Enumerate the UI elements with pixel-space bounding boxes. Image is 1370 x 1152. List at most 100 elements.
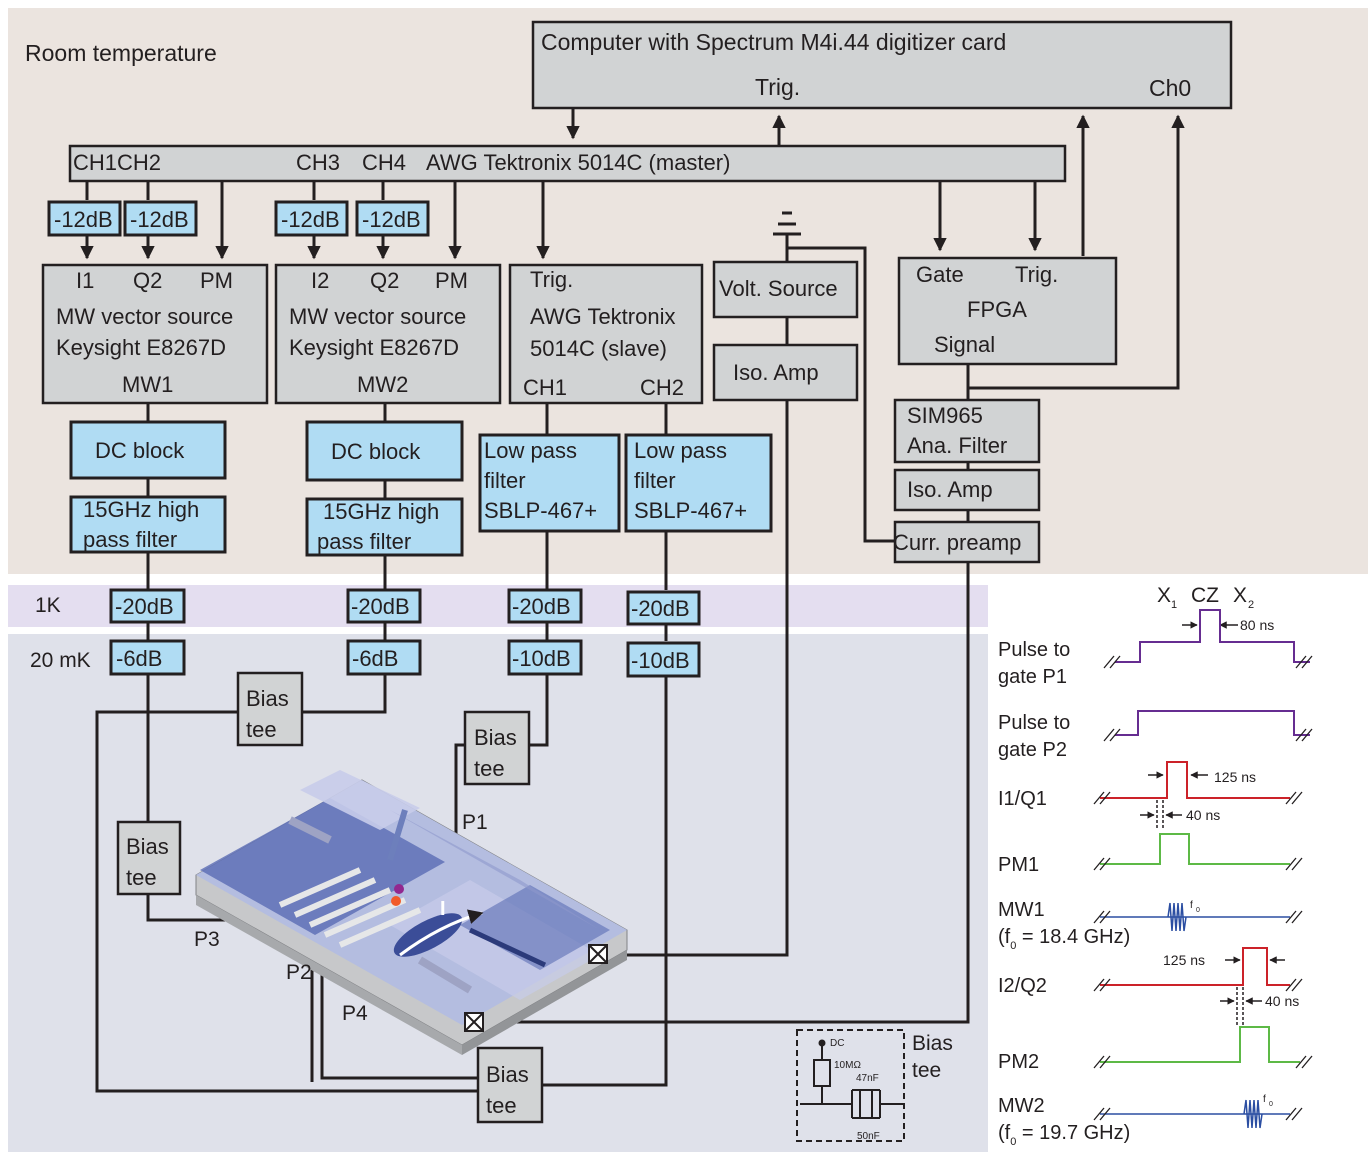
svg-text:2: 2: [1248, 599, 1254, 611]
svg-text:Pulse to: Pulse to: [998, 639, 1070, 661]
gate-label-p4: P4: [342, 1002, 368, 1025]
attenuator-12db-4: -12dB: [355, 200, 430, 237]
attenuator-20db-4: -20dB: [626, 590, 701, 626]
svg-text:Iso. Amp: Iso. Amp: [733, 360, 819, 385]
svg-text:SBLP-467+: SBLP-467+: [484, 498, 597, 523]
bias-tee-p2: Bias tee: [476, 1046, 544, 1124]
svg-text:0: 0: [1269, 1101, 1273, 1108]
svg-text:Q2: Q2: [370, 268, 399, 293]
svg-text:tee: tee: [474, 756, 505, 781]
svg-text:DC block: DC block: [331, 439, 421, 464]
svg-text:40 ns: 40 ns: [1186, 807, 1220, 823]
svg-text:f: f: [1263, 1094, 1266, 1105]
svg-text:(f0 = 19.7 GHz): (f0 = 19.7 GHz): [998, 1122, 1130, 1148]
svg-text:125 ns: 125 ns: [1163, 952, 1205, 968]
svg-text:pass filter: pass filter: [317, 529, 411, 554]
svg-text:Trig.: Trig.: [530, 267, 573, 292]
svg-text:-12dB: -12dB: [362, 207, 421, 232]
svg-text:X: X: [1157, 584, 1171, 607]
svg-text:125 ns: 125 ns: [1214, 769, 1256, 785]
svg-text:MW1: MW1: [998, 899, 1045, 921]
svg-text:filter: filter: [634, 468, 676, 493]
awg-master-ch4: CH4: [362, 150, 406, 175]
dc-block-1: DC block: [69, 420, 227, 480]
curr-preamp-box: Curr. preamp: [893, 520, 1041, 564]
mw1-source-box: I1 Q2 PM MW vector source Keysight E8267…: [41, 263, 269, 405]
svg-text:80 ns: 80 ns: [1240, 617, 1274, 633]
iso-amp-box-1: Iso. Amp: [712, 343, 859, 402]
svg-text:Bias: Bias: [474, 725, 517, 750]
svg-text:Bias: Bias: [246, 686, 289, 711]
attenuator-6db-1: -6dB: [109, 639, 186, 676]
svg-text:1: 1: [1171, 599, 1177, 611]
svg-text:PM: PM: [200, 268, 233, 293]
svg-text:MW1: MW1: [122, 372, 173, 397]
lpf-2: Low pass filter SBLP-467+: [624, 433, 773, 533]
svg-text:I1: I1: [76, 268, 94, 293]
svg-text:Bias: Bias: [486, 1062, 529, 1087]
svg-text:DC: DC: [830, 1038, 844, 1049]
awg-master-box: CH1CH2 CH3 CH4 AWG Tektronix 5014C (mast…: [68, 144, 1067, 183]
dc-block-2: DC block: [305, 420, 464, 482]
svg-text:(f0 = 18.4 GHz): (f0 = 18.4 GHz): [998, 926, 1130, 952]
hpf-2: 15GHz high pass filter: [305, 497, 464, 557]
svg-text:-20dB: -20dB: [512, 594, 571, 619]
svg-text:-20dB: -20dB: [631, 596, 690, 621]
awg-master-ch1ch2: CH1CH2: [73, 150, 161, 175]
svg-text:PM: PM: [435, 268, 468, 293]
svg-text:FPGA: FPGA: [967, 297, 1027, 322]
awg-slave-box: Trig. AWG Tektronix 5014C (slave) CH1 CH…: [508, 263, 704, 405]
current-label: I: [440, 898, 446, 920]
svg-text:DC block: DC block: [95, 438, 185, 463]
svg-text:Low pass: Low pass: [634, 438, 727, 463]
iso-amp-box-2: Iso. Amp: [893, 468, 1041, 512]
computer-ch0: Ch0: [1149, 75, 1191, 101]
svg-text:tee: tee: [486, 1093, 517, 1118]
svg-text:-12dB: -12dB: [130, 207, 189, 232]
sim965-box: SIM965 Ana. Filter: [893, 398, 1041, 464]
svg-text:f: f: [1190, 900, 1193, 911]
bias-tee-mw1: Bias tee: [116, 820, 182, 896]
zone-label-room: Room temperature: [25, 40, 217, 66]
ground-icon: [773, 211, 801, 248]
svg-text:Q2: Q2: [133, 268, 162, 293]
svg-text:tee: tee: [246, 717, 277, 742]
attenuator-20db-2: -20dB: [346, 588, 422, 624]
bias-tee-mw2: Bias tee: [236, 671, 304, 747]
svg-text:gate P1: gate P1: [998, 666, 1067, 688]
pulse-sequence: X 1 CZ X 2 80 ns Pulse to gate P1 Pulse …: [998, 584, 1313, 1148]
svg-text:5014C (slave): 5014C (slave): [530, 336, 667, 361]
svg-text:Signal: Signal: [934, 332, 995, 357]
svg-text:50nF: 50nF: [857, 1131, 880, 1142]
svg-text:I2/Q2: I2/Q2: [998, 975, 1047, 997]
svg-text:15GHz high: 15GHz high: [323, 499, 439, 524]
zone-label-20mk: 20 mK: [30, 649, 91, 672]
svg-text:CH1: CH1: [523, 375, 567, 400]
svg-text:Pulse to: Pulse to: [998, 712, 1070, 734]
svg-text:PM1: PM1: [998, 854, 1039, 876]
svg-text:CZ: CZ: [1191, 584, 1219, 607]
computer-trig: Trig.: [755, 74, 800, 100]
svg-text:pass filter: pass filter: [83, 527, 177, 552]
attenuator-10db-1: -10dB: [507, 639, 583, 676]
svg-text:X: X: [1233, 584, 1247, 607]
attenuator-6db-2: -6dB: [346, 639, 422, 676]
svg-text:filter: filter: [484, 468, 526, 493]
svg-text:SBLP-467+: SBLP-467+: [634, 498, 747, 523]
svg-text:Iso. Amp: Iso. Amp: [907, 477, 993, 502]
svg-text:SIM965: SIM965: [907, 403, 983, 428]
svg-text:-10dB: -10dB: [631, 648, 690, 673]
svg-text:PM2: PM2: [998, 1051, 1039, 1073]
svg-text:MW vector source: MW vector source: [56, 304, 233, 329]
attenuator-10db-2: -10dB: [626, 641, 701, 678]
zone-label-1k: 1K: [35, 594, 61, 617]
volt-source-box: Volt. Source: [712, 260, 859, 319]
svg-text:Keysight E8267D: Keysight E8267D: [56, 335, 226, 360]
svg-text:-6dB: -6dB: [116, 646, 162, 671]
svg-text:MW2: MW2: [357, 372, 408, 397]
bias-schematic-label-2: tee: [912, 1059, 941, 1082]
attenuator-12db-2: -12dB: [123, 200, 198, 237]
svg-text:I1/Q1: I1/Q1: [998, 788, 1047, 810]
attenuator-12db-3: -12dB: [274, 200, 349, 237]
gate-label-p3: P3: [194, 928, 220, 951]
